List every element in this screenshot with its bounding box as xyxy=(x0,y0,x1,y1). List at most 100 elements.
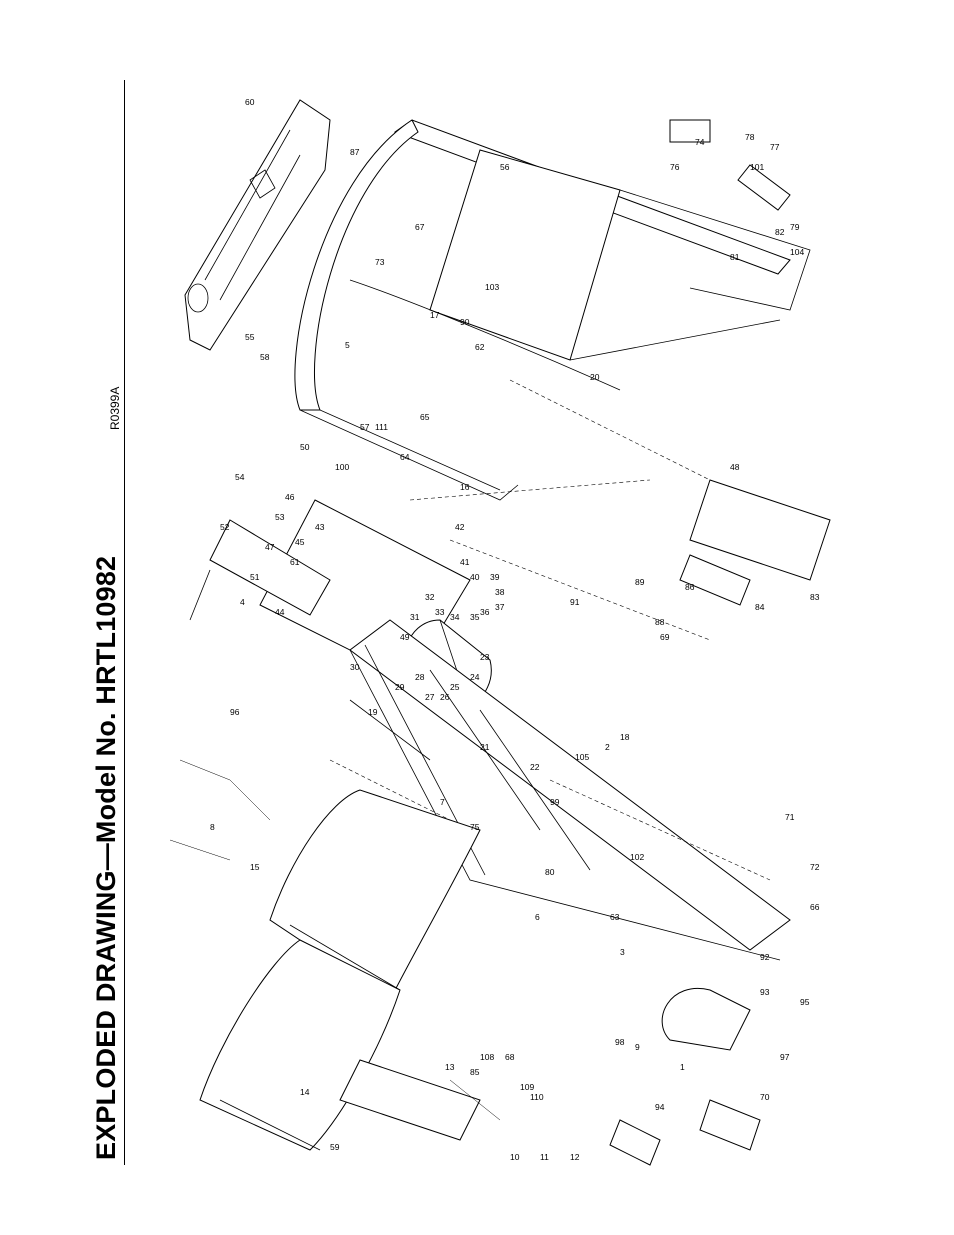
callout-43: 43 xyxy=(315,522,325,532)
callout-105: 105 xyxy=(575,752,589,762)
title-rule xyxy=(124,80,125,1165)
callout-104: 104 xyxy=(790,247,804,257)
callout-47: 47 xyxy=(265,542,275,552)
callout-79: 79 xyxy=(790,222,800,232)
callout-21: 21 xyxy=(480,742,490,752)
callout-96: 96 xyxy=(230,707,240,717)
callout-27: 27 xyxy=(425,692,435,702)
callout-64: 64 xyxy=(400,452,410,462)
callout-17: 17 xyxy=(430,310,440,320)
callout-33: 33 xyxy=(435,607,445,617)
callout-14: 14 xyxy=(300,1087,310,1097)
callout-73: 73 xyxy=(375,257,385,267)
callout-35: 35 xyxy=(470,612,480,622)
callout-10: 10 xyxy=(510,1152,520,1162)
callout-101: 101 xyxy=(750,162,764,172)
exploded-drawing: 1 2 3 4 5 6 7 8 9 10 11 12 13 14 15 16 1… xyxy=(169,97,831,1166)
callout-71: 71 xyxy=(785,812,795,822)
callout-57: 57 xyxy=(360,422,370,432)
callout-32: 32 xyxy=(425,592,435,602)
callout-68: 68 xyxy=(505,1052,515,1062)
callout-75: 75 xyxy=(470,822,480,832)
callout-22: 22 xyxy=(530,762,540,772)
callout-62: 62 xyxy=(475,342,485,352)
callout-82: 82 xyxy=(775,227,785,237)
drawing-code: R0399A xyxy=(108,386,122,430)
callout-98: 98 xyxy=(615,1037,625,1047)
callout-103: 103 xyxy=(485,282,499,292)
callout-31: 31 xyxy=(410,612,420,622)
callout-110: 110 xyxy=(530,1092,544,1102)
callout-77: 77 xyxy=(770,142,780,152)
callout-60: 60 xyxy=(245,97,255,107)
callout-58: 58 xyxy=(260,352,270,362)
callout-54: 54 xyxy=(235,472,245,482)
callout-1: 1 xyxy=(680,1062,685,1072)
callout-18: 18 xyxy=(620,732,630,742)
callout-109: 109 xyxy=(520,1082,534,1092)
callout-19: 19 xyxy=(368,707,378,717)
callout-74: 74 xyxy=(695,137,705,147)
callout-94: 94 xyxy=(655,1102,665,1112)
callout-20: 20 xyxy=(590,372,600,382)
callout-24: 24 xyxy=(470,672,480,682)
part-callouts: 1 2 3 4 5 6 7 8 9 10 11 12 13 14 15 16 1… xyxy=(210,97,820,1162)
callout-100: 100 xyxy=(335,462,349,472)
callout-4: 4 xyxy=(240,597,245,607)
callout-87: 87 xyxy=(350,147,360,157)
callout-3: 3 xyxy=(620,947,625,957)
callout-11: 11 xyxy=(540,1152,549,1162)
callout-37: 37 xyxy=(495,602,505,612)
callout-41: 41 xyxy=(460,557,470,567)
callout-51: 51 xyxy=(250,572,260,582)
callout-26: 26 xyxy=(440,692,450,702)
callout-90: 90 xyxy=(460,317,470,327)
callout-16: 16 xyxy=(460,482,470,492)
callout-29: 29 xyxy=(395,682,405,692)
callout-50: 50 xyxy=(300,442,310,452)
callout-55: 55 xyxy=(245,332,255,342)
callout-80: 80 xyxy=(545,867,555,877)
callout-89: 89 xyxy=(635,577,645,587)
callout-8: 8 xyxy=(210,822,215,832)
callout-70: 70 xyxy=(760,1092,770,1102)
callout-52: 52 xyxy=(220,522,230,532)
callout-38: 38 xyxy=(495,587,505,597)
callout-67: 67 xyxy=(415,222,425,232)
callout-34: 34 xyxy=(450,612,460,622)
callout-5: 5 xyxy=(345,340,350,350)
callout-92: 92 xyxy=(760,952,770,962)
callout-95: 95 xyxy=(800,997,810,1007)
callout-84: 84 xyxy=(755,602,765,612)
callout-91: 91 xyxy=(570,597,580,607)
callout-40: 40 xyxy=(470,572,480,582)
callout-61: 61 xyxy=(290,557,300,567)
callout-2: 2 xyxy=(605,742,610,752)
callout-15: 15 xyxy=(250,862,260,872)
callout-108: 108 xyxy=(480,1052,494,1062)
callout-42: 42 xyxy=(455,522,465,532)
callout-65: 65 xyxy=(420,412,430,422)
callout-53: 53 xyxy=(275,512,285,522)
callout-23: 23 xyxy=(480,652,490,662)
callout-6: 6 xyxy=(535,912,540,922)
callout-81: 81 xyxy=(730,252,740,262)
callout-56: 56 xyxy=(500,162,510,172)
callout-99: 99 xyxy=(550,797,560,807)
callout-78: 78 xyxy=(745,132,755,142)
callout-9: 9 xyxy=(635,1042,640,1052)
callout-86: 86 xyxy=(685,582,695,592)
callout-30: 30 xyxy=(350,662,360,672)
callout-76: 76 xyxy=(670,162,680,172)
callout-72: 72 xyxy=(810,862,820,872)
callout-46: 46 xyxy=(285,492,295,502)
callout-12: 12 xyxy=(570,1152,580,1162)
callout-97: 97 xyxy=(780,1052,790,1062)
callout-7: 7 xyxy=(440,797,445,807)
callout-88: 88 xyxy=(655,617,665,627)
drawing-geometry xyxy=(169,99,831,1166)
callout-36: 36 xyxy=(480,607,490,617)
page-title: EXPLODED DRAWING—Model No. HRTL10982 xyxy=(91,555,121,1160)
callout-66: 66 xyxy=(810,902,820,912)
